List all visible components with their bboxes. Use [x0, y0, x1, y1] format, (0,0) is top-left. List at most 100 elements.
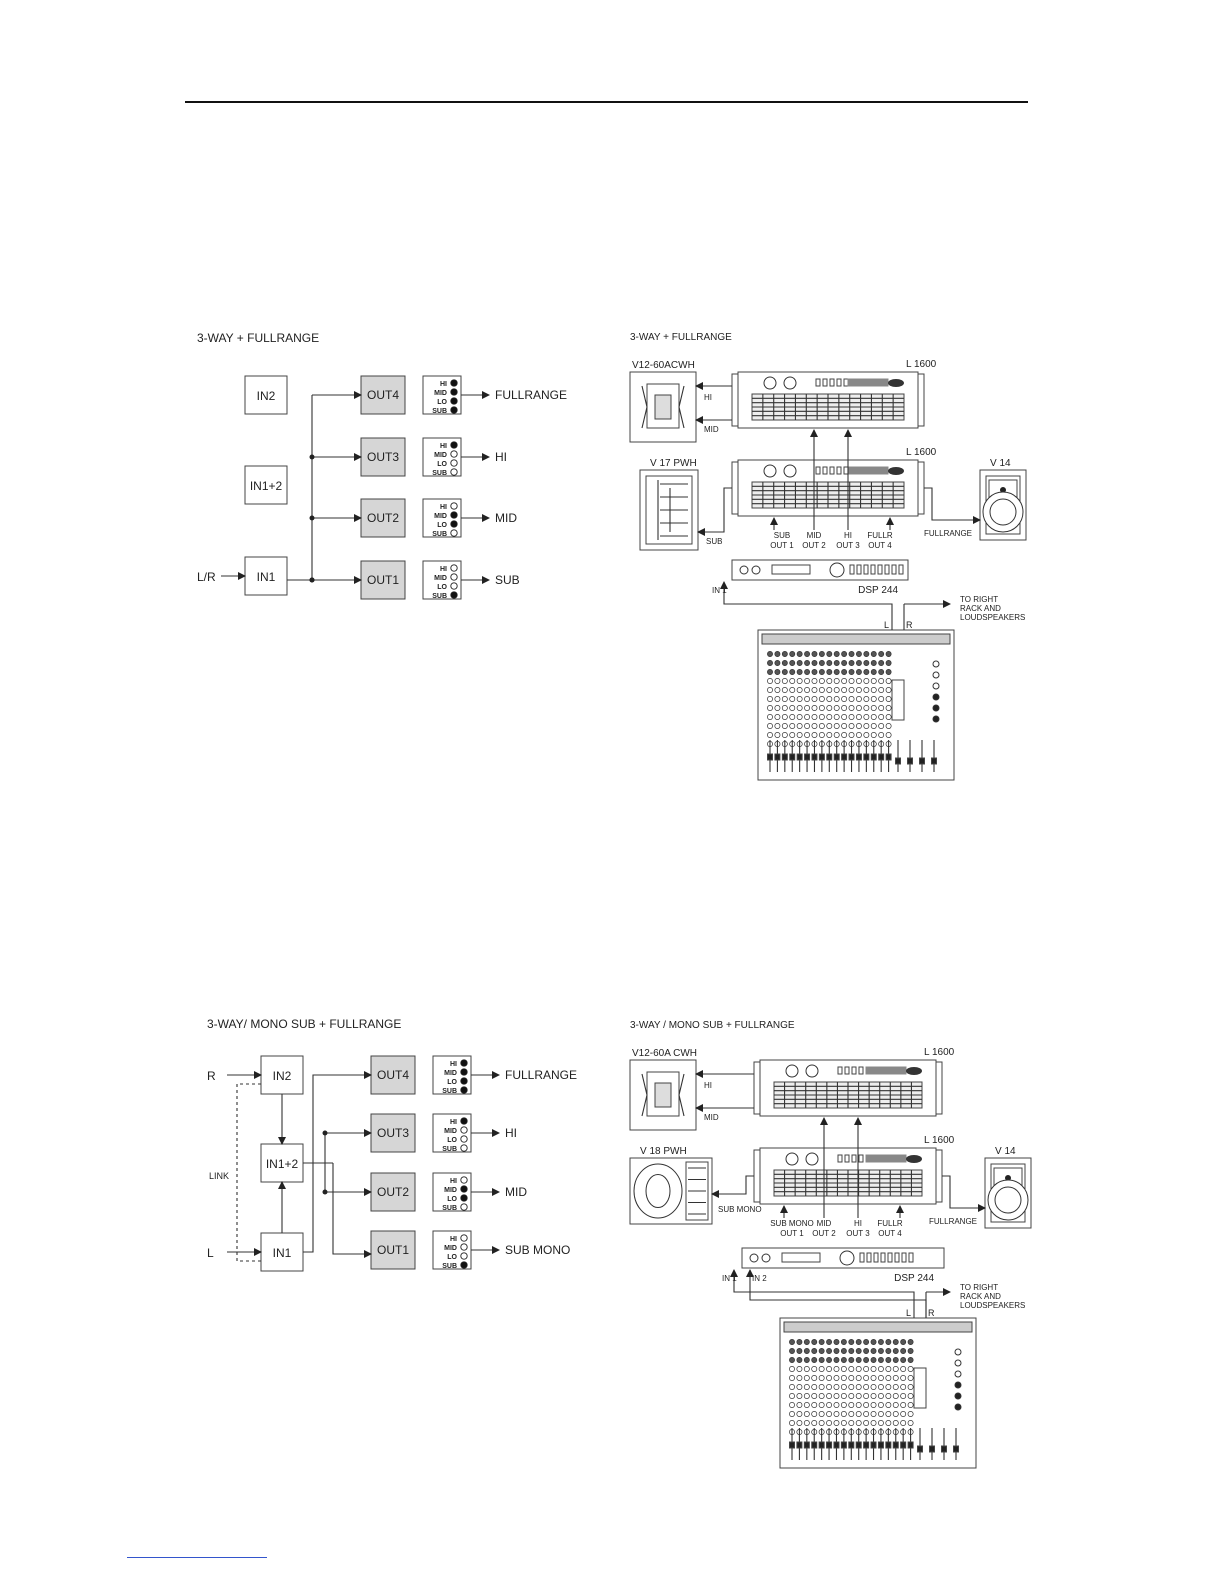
mixer-knob [885, 651, 892, 657]
amp-meter-segment [836, 466, 842, 475]
mixer-knob [855, 1411, 862, 1417]
mixer-knob [818, 1366, 825, 1372]
dsp-button [880, 1252, 886, 1263]
mixer-knob [796, 1420, 803, 1426]
led-indicator [460, 1261, 468, 1269]
speaker-top-horn-line [641, 385, 648, 429]
led-label-sub: SUB [432, 593, 447, 600]
mixer-knob [803, 1384, 810, 1390]
led-label-lo: LO [437, 522, 447, 529]
mixer-master-knob [932, 671, 940, 679]
block-diagram-title: 3-WAY/ MONO SUB + FULLRANGE [207, 1017, 401, 1031]
mixer-fader-cap [841, 753, 848, 761]
led-indicator [460, 1144, 468, 1152]
mixer-knob [885, 1411, 892, 1417]
amplifier-bottom-ear-right [935, 1149, 943, 1203]
led-label-mid: MID [444, 1128, 457, 1135]
led-indicator [460, 1077, 468, 1085]
mixer-knob [811, 651, 818, 657]
to-right-label: LOUDSPEAKERS [960, 613, 1025, 622]
mixer-knob [818, 1357, 825, 1363]
speaker-right-tweeter-dot [1000, 487, 1006, 493]
footer-link-underline[interactable] [127, 1557, 267, 1558]
mixer-knob [774, 687, 781, 693]
mixer-knob [774, 678, 781, 684]
mixer-knob [774, 705, 781, 711]
amp-logo-icon [888, 379, 904, 387]
mixer-knob [803, 1420, 810, 1426]
mixer-knob [789, 1375, 795, 1381]
mixer-knob [877, 1348, 884, 1354]
mixer-knob [796, 1375, 803, 1381]
mixer-knob [796, 1357, 803, 1363]
mixer-knob [781, 651, 788, 657]
mixer-fader-cap [885, 1441, 892, 1449]
mixer-knob [818, 1384, 825, 1390]
dsp-button [859, 1252, 865, 1263]
mixer-knob [804, 660, 811, 666]
mixer-knob [767, 696, 773, 702]
channel-label-bottom: OUT 1 [780, 1229, 804, 1238]
mixer-knob [840, 1393, 847, 1399]
speaker-right-woofer-cone [994, 1186, 1022, 1214]
mixer-knob [833, 669, 840, 675]
mixer-l-label: L [884, 620, 889, 630]
mixer-master-fader-cap [907, 757, 913, 765]
speaker-top-horn-line [678, 385, 685, 429]
mixer-knob [796, 696, 803, 702]
mixer-knob [796, 714, 803, 720]
mixer-knob [878, 687, 885, 693]
mixer-knob [855, 1366, 862, 1372]
mixer-knob [811, 714, 818, 720]
fullrange-out-label: FULLRANGE [929, 1217, 977, 1226]
input-label-in1-2: IN1+2 [266, 1157, 299, 1171]
dsp-button [870, 564, 876, 575]
mixer-fader-cap [870, 1441, 877, 1449]
mixer-knob [767, 687, 773, 693]
led-label-sub: SUB [442, 1088, 457, 1095]
mixer-knob [877, 1420, 884, 1426]
mixer-knob [863, 732, 870, 738]
dsp-knob [761, 1253, 771, 1263]
mixer-knob [818, 1393, 825, 1399]
mixer-knob [848, 705, 855, 711]
mixer-knob [855, 696, 862, 702]
mixer-knob [767, 714, 773, 720]
mixer-knob [841, 732, 848, 738]
mixer-knob [848, 660, 855, 666]
mixer-knob [833, 1366, 840, 1372]
led-label-sub: SUB [432, 531, 447, 538]
mixer-knob [885, 1366, 892, 1372]
led-indicator [450, 573, 458, 581]
amplifier-top-ear-right [935, 1061, 943, 1115]
mixer-knob [781, 723, 788, 729]
output-box-out2 [360, 498, 406, 538]
mixer-fader-cap [804, 753, 811, 761]
mixer-knob [892, 1402, 899, 1408]
mixer-knob [892, 1366, 899, 1372]
mixer-knob [818, 1411, 825, 1417]
mixer-fader-cap [840, 1441, 847, 1449]
mixer-io-strip [783, 1321, 973, 1333]
led-indicator [460, 1185, 468, 1193]
mixer-fader-cap [796, 1441, 803, 1449]
dsp-label: DSP 244 [858, 585, 898, 596]
mixer-knob [877, 1393, 884, 1399]
output-route-label: MID [505, 1185, 527, 1199]
amp-logo-icon [906, 1155, 922, 1163]
mixer-knob [855, 1339, 862, 1345]
mixer-knob [789, 1420, 795, 1426]
amp-meter-segment [844, 1066, 850, 1075]
mixer-knob [789, 651, 796, 657]
output-box-out3 [360, 437, 406, 477]
mixer-knob [774, 696, 781, 702]
led-label-lo: LO [437, 399, 447, 406]
channel-label-bottom: OUT 4 [868, 541, 892, 550]
mixer-knob [863, 669, 870, 675]
mixer-knob [826, 1366, 833, 1372]
mixer-knob [781, 687, 788, 693]
mixer-knob [855, 1393, 862, 1399]
mixer-knob [833, 732, 840, 738]
mixer-knob [803, 1393, 810, 1399]
mixer-l-label: L [906, 1308, 911, 1318]
